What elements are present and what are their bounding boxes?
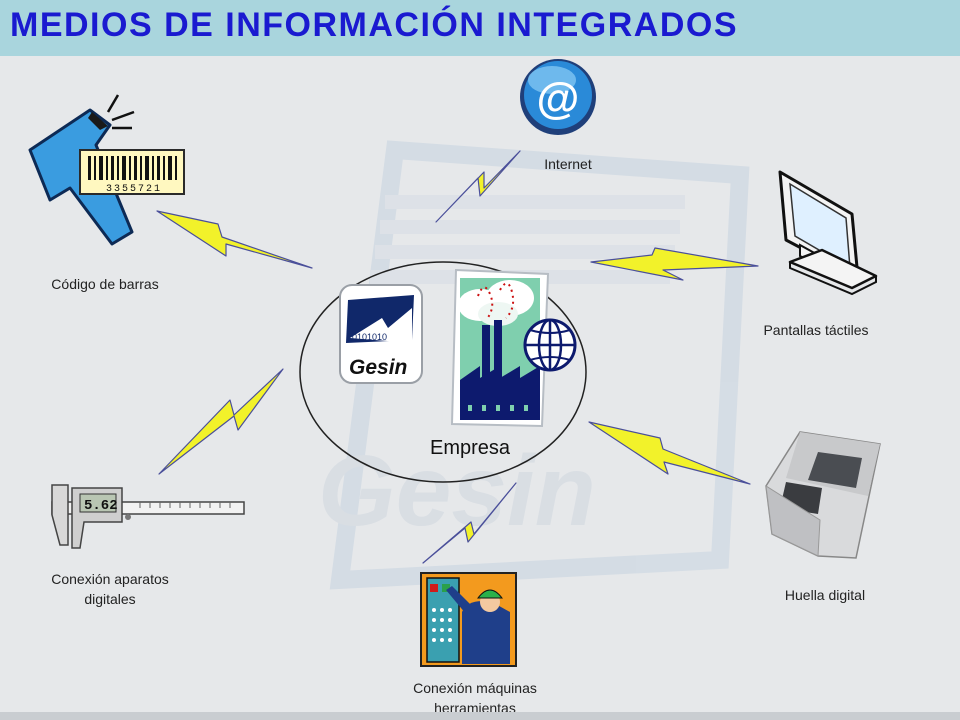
bolt-internet <box>435 150 521 223</box>
digital-devices-label: Conexión aparatos digitales <box>51 571 169 607</box>
logo-name: Gesin <box>349 356 407 379</box>
barcode-digits: 3355721 <box>106 184 162 195</box>
logo-binary: 0101010 <box>352 332 387 342</box>
barcode-scanner-icon: 3355721 <box>28 94 185 246</box>
touch-screens-label: Pantallas táctiles <box>763 322 869 338</box>
machine-operator-icon <box>420 572 517 667</box>
company-ellipse <box>299 261 587 483</box>
bolt-touch <box>590 247 759 281</box>
globe-icon <box>523 318 577 372</box>
bottom-bar <box>0 712 960 720</box>
watermark: Gesin <box>318 140 750 590</box>
svg-text:@: @ <box>537 74 580 123</box>
internet-label: Internet <box>544 156 592 172</box>
fingerprint-label: Huella digital <box>784 587 866 603</box>
header-bar: MEDIOS DE INFORMACIÓN INTEGRADOS <box>0 0 960 56</box>
watermark-text: Gesin <box>318 435 596 547</box>
caliper-icon: 5.62 <box>51 484 245 549</box>
barcode-label: Código de barras <box>51 276 159 292</box>
bolt-digital <box>158 368 284 475</box>
caliper-reading: 5.62 <box>84 498 118 514</box>
connection-bolts <box>156 150 759 564</box>
fingerprint-reader-icon <box>765 431 881 559</box>
page-title: MEDIOS DE INFORMACIÓN INTEGRADOS <box>10 6 739 44</box>
bolt-machines <box>422 482 517 564</box>
bolt-barcode <box>156 210 313 269</box>
at-sign-icon: @ <box>520 59 596 135</box>
company-label: Empresa <box>430 437 511 459</box>
gesin-logo-icon: 0101010 Gesin <box>339 284 423 384</box>
factory-icon <box>450 268 550 428</box>
monitor-icon <box>778 170 878 296</box>
bolt-fingerprint <box>588 421 751 485</box>
